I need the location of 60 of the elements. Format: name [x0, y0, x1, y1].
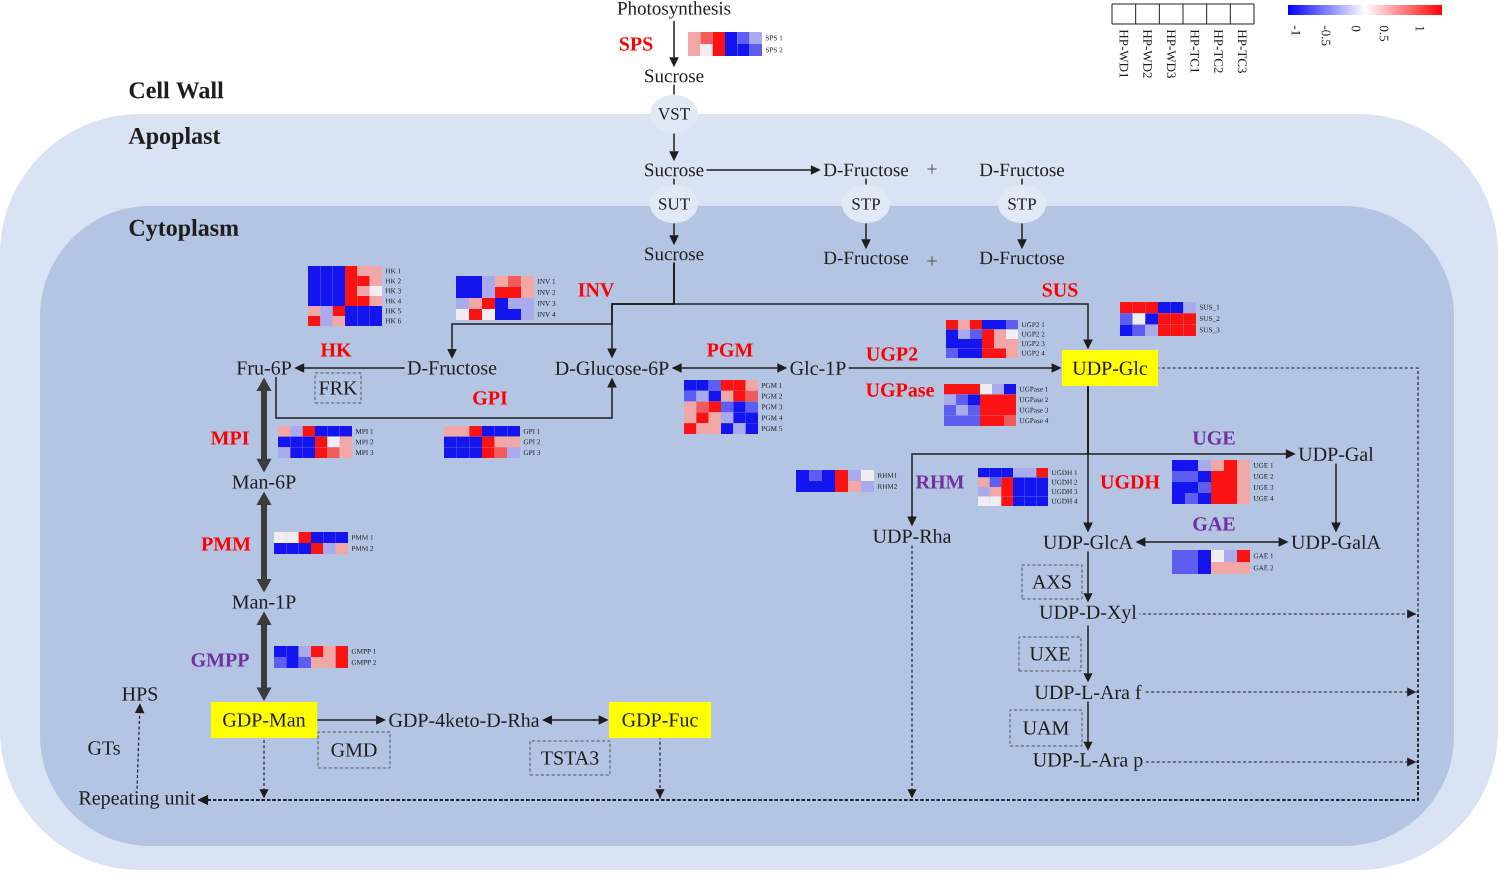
connector-line: [673, 178, 675, 186]
plus-sign: +: [927, 256, 937, 266]
metabolite-label: UDP-GalA: [1291, 534, 1381, 549]
metabolite-label: Sucrose: [645, 247, 704, 261]
enzyme-label: GTs: [88, 741, 120, 755]
highlight-box: UDP-Glc: [1062, 350, 1158, 386]
enzyme-label: GPI: [473, 391, 508, 405]
enzyme-box: AXS: [1021, 564, 1083, 600]
metabolite-label: UDP-GlcA: [1043, 534, 1133, 549]
enzyme-label: SUS: [1042, 283, 1078, 297]
dotted-arrow: [198, 757, 1419, 805]
enzyme-label: PGM: [707, 343, 753, 357]
enzyme-label: INV: [578, 283, 615, 297]
highlight-box: GDP-Man: [211, 702, 317, 738]
enzyme-label: UGPase: [866, 383, 934, 397]
metabolite-label: D-Fructose: [823, 251, 909, 265]
process-label: Photosynthesis: [617, 1, 731, 19]
metabolite-label: Glc-1P: [790, 360, 846, 375]
enzyme-box: TSTA3: [529, 740, 611, 776]
enzyme-label: SPS: [619, 37, 653, 51]
metabolite-label: D-Fructose: [979, 251, 1065, 265]
metabolite-label: Man-6P: [232, 475, 296, 489]
enzyme-label: UGP2: [866, 347, 918, 361]
enzyme-box: UAM: [1009, 709, 1083, 747]
enzyme-label: GMPP: [191, 653, 249, 667]
metabolite-label: Sucrose: [645, 163, 704, 177]
metabolite-label: Repeating unit: [79, 791, 196, 809]
connector-line: [1021, 177, 1023, 186]
metabolite-label: D-Fructose: [979, 163, 1065, 177]
enzyme-label: UGE: [1192, 431, 1235, 445]
metabolite-label: HPS: [122, 687, 158, 701]
enzyme-label: GAE: [1193, 517, 1235, 531]
metabolite-label: UDP-L-Ara f: [1034, 684, 1142, 700]
metabolite-label: D-Fructose: [823, 163, 909, 177]
metabolite-label: D-Fructose: [407, 361, 497, 375]
enzyme-box: FRK: [314, 372, 362, 404]
compartment-label: Cell Wall: [129, 81, 224, 99]
enzyme-label: UGDH: [1100, 475, 1160, 489]
enzyme-box: UXE: [1018, 636, 1082, 672]
enzyme-label: MPI: [210, 431, 249, 445]
metabolite-label: Man-1P: [232, 595, 296, 609]
metabolite-label: Sucrose: [645, 69, 704, 83]
connector-line: [673, 84, 675, 96]
arrow: [316, 715, 386, 725]
plus-sign: +: [927, 164, 937, 174]
metabolite-label: D-Glucose-6P: [555, 360, 669, 375]
enzyme-label: RHM: [915, 475, 964, 489]
metabolite-label: UDP-L-Ara p: [1033, 753, 1143, 771]
metabolite-label: UDP-D-Xyl: [1039, 604, 1137, 624]
highlight-box: GDP-Fuc: [609, 702, 711, 738]
metabolite-label: UDP-Rha: [872, 528, 952, 543]
metabolite-label: UDP-Gal: [1298, 446, 1374, 461]
connector-line: [865, 177, 867, 186]
metabolite-label: GDP-4keto-D-Rha: [389, 712, 540, 727]
enzyme-box: GMD: [317, 731, 391, 769]
arrow: [275, 376, 617, 419]
dotted-arrow: [134, 703, 145, 790]
enzyme-label: HK: [320, 343, 352, 357]
metabolite-label: Fru-6P: [236, 361, 291, 375]
enzyme-label: PMM: [201, 537, 251, 551]
